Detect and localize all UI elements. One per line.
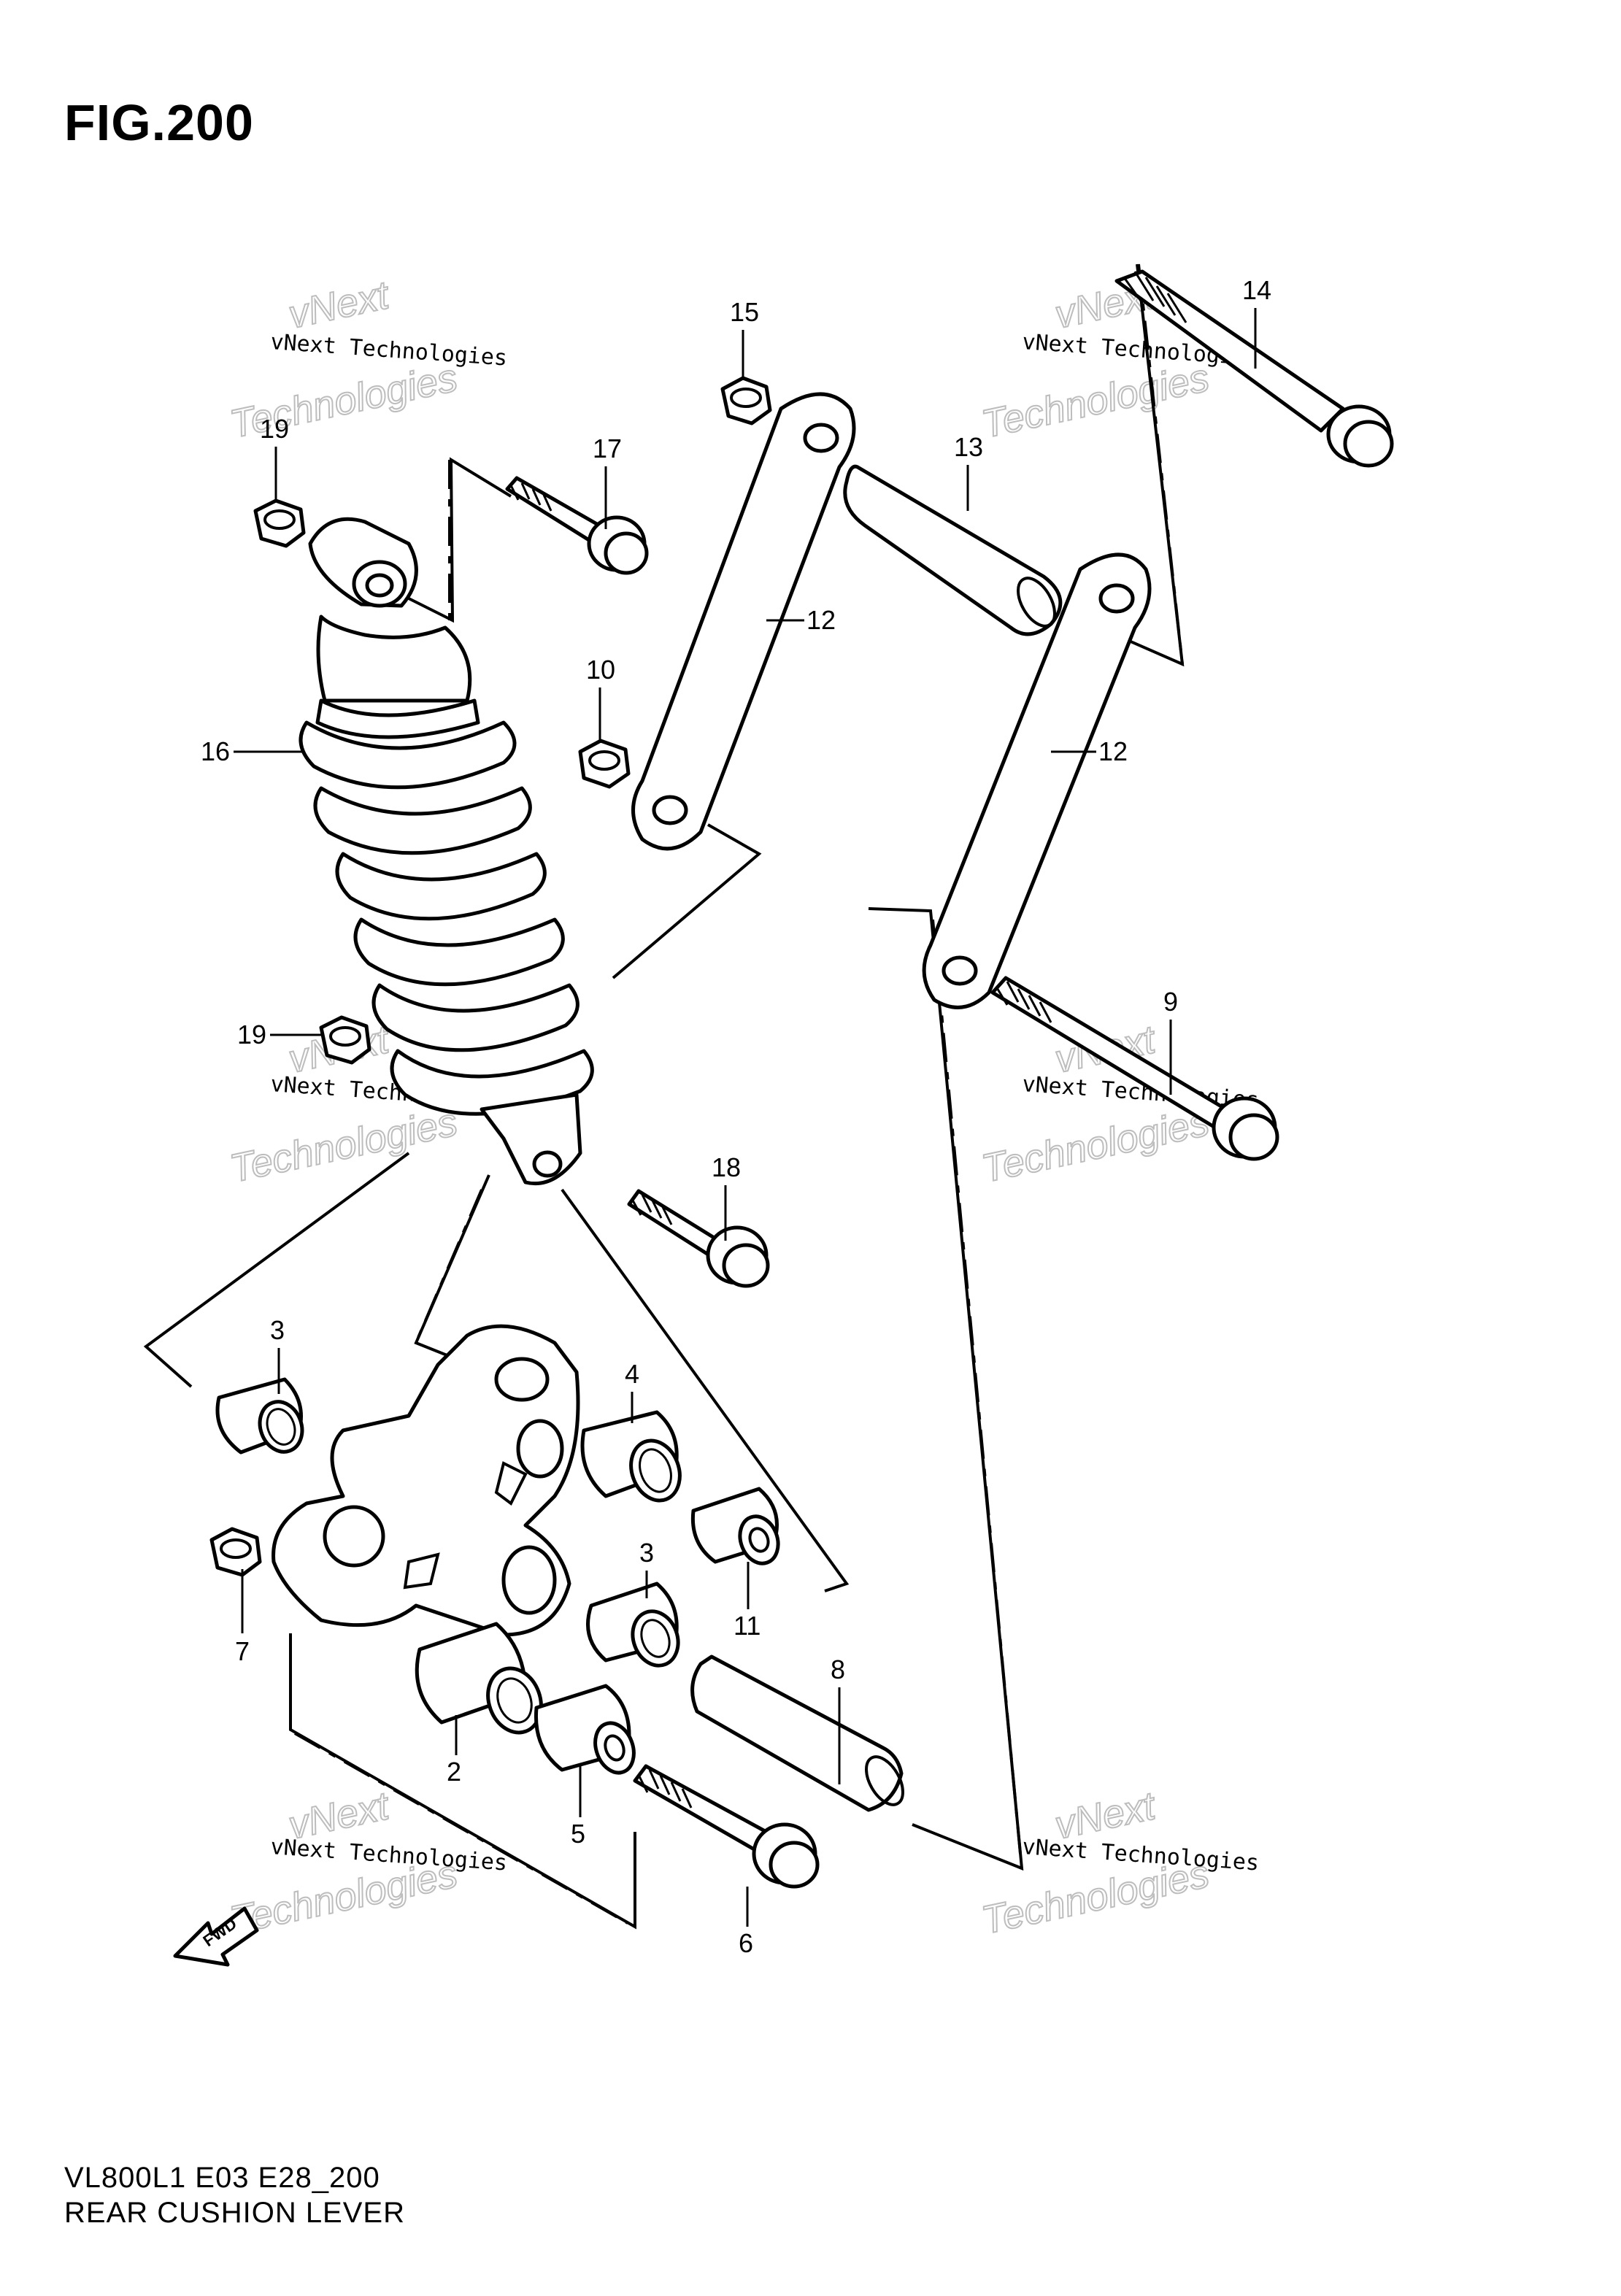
svg-text:4: 4 <box>625 1359 639 1389</box>
callout-18: 18 <box>712 1152 741 1241</box>
svg-text:19: 19 <box>237 1020 266 1049</box>
nut-10 <box>578 739 631 789</box>
collar-13 <box>843 464 1063 636</box>
callout-3-lower: 3 <box>639 1538 654 1598</box>
callout-17: 17 <box>593 434 622 529</box>
svg-text:14: 14 <box>1242 275 1271 305</box>
guide-dash-bolt-14 <box>1137 263 1184 665</box>
svg-text:13: 13 <box>954 432 983 462</box>
svg-text:16: 16 <box>201 736 230 766</box>
callout-7: 7 <box>235 1569 250 1666</box>
svg-text:15: 15 <box>730 297 759 327</box>
svg-text:3: 3 <box>639 1538 654 1568</box>
link-12-left <box>631 392 856 851</box>
svg-text:8: 8 <box>831 1654 845 1684</box>
callout-16: 16 <box>201 736 303 766</box>
bolt-9 <box>990 976 1279 1161</box>
svg-text:11: 11 <box>734 1611 761 1641</box>
callout-15: 15 <box>730 297 759 380</box>
spacer-11 <box>690 1487 780 1565</box>
guide-line-bolt-18 <box>561 1188 850 1592</box>
spacer-5 <box>534 1684 636 1775</box>
bolt-17 <box>505 476 649 575</box>
svg-text:3: 3 <box>270 1315 285 1345</box>
callout-19-top: 19 <box>260 414 289 502</box>
bearing-2 <box>415 1622 543 1735</box>
watermark-top-right: vNext Technologies vNext Technologies <box>977 272 1260 447</box>
cushion-lever <box>272 1324 580 1637</box>
svg-text:6: 6 <box>739 1928 753 1958</box>
guide-dash-lever-bottom <box>294 1732 628 1925</box>
svg-text:18: 18 <box>712 1152 741 1182</box>
bolt-14 <box>1114 269 1394 468</box>
guide-dash-shock-lever <box>416 1189 483 1340</box>
watermark-text: vNext <box>285 273 393 337</box>
spring-coils <box>299 720 594 1116</box>
nut-19-top <box>253 498 306 548</box>
guide-line-link-left <box>612 823 762 979</box>
guide-dash-link-right <box>931 919 1022 1854</box>
fwd-arrow-icon: FWD <box>173 1906 259 1967</box>
bearing-3-left <box>215 1377 304 1455</box>
watermark-text: Technologies <box>978 355 1213 446</box>
bolt-18 <box>627 1189 770 1288</box>
figure-title: FIG.200 <box>64 94 254 151</box>
svg-text:5: 5 <box>571 1819 585 1849</box>
callout-5: 5 <box>571 1766 585 1849</box>
callout-2: 2 <box>447 1715 461 1787</box>
callout-12-left: 12 <box>766 605 836 635</box>
footer-model-code: VL800L1 E03 E28_200 <box>64 2162 380 2194</box>
watermark-bottom-left: vNext Technologies vNext Technologies <box>226 1783 508 1943</box>
guide-line-shock-lower <box>143 1152 410 1388</box>
callout-10: 10 <box>586 655 615 743</box>
callout-11: 11 <box>734 1562 761 1641</box>
svg-text:12: 12 <box>806 605 836 635</box>
guide-line-bolt-17 <box>393 457 512 623</box>
callout-6: 6 <box>739 1887 753 1958</box>
callout-4: 4 <box>625 1359 639 1423</box>
svg-text:17: 17 <box>593 434 622 463</box>
watermark-text: Technologies <box>978 1100 1213 1190</box>
callout-8: 8 <box>831 1654 845 1784</box>
nut-7 <box>209 1527 262 1577</box>
callout-13: 13 <box>954 432 983 511</box>
footer-part-name: REAR CUSHION LEVER <box>64 2197 405 2229</box>
nut-19-lower <box>319 1015 371 1065</box>
bearing-4 <box>580 1410 682 1503</box>
shock-absorber-16 <box>299 517 594 1186</box>
callout-19-lower: 19 <box>237 1020 321 1049</box>
bolt-6 <box>633 1764 820 1889</box>
svg-text:9: 9 <box>1163 987 1178 1017</box>
svg-text:10: 10 <box>586 655 615 685</box>
svg-text:7: 7 <box>235 1636 250 1666</box>
link-12-right <box>922 552 1152 1009</box>
collar-8 <box>690 1654 904 1812</box>
nut-15 <box>720 376 772 425</box>
callout-3-top: 3 <box>270 1315 285 1394</box>
watermark-text: vNext Technologies <box>269 329 508 371</box>
svg-text:12: 12 <box>1098 736 1128 766</box>
watermark-text: Technologies <box>226 1100 461 1190</box>
callout-9: 9 <box>1163 987 1178 1095</box>
callout-12-right: 12 <box>1051 736 1128 766</box>
callout-14: 14 <box>1242 275 1271 369</box>
svg-text:2: 2 <box>447 1757 461 1787</box>
callouts: 14 15 13 19 17 12 10 16 <box>201 275 1271 1958</box>
svg-text:19: 19 <box>260 414 289 444</box>
bearing-3-lower <box>586 1582 680 1668</box>
